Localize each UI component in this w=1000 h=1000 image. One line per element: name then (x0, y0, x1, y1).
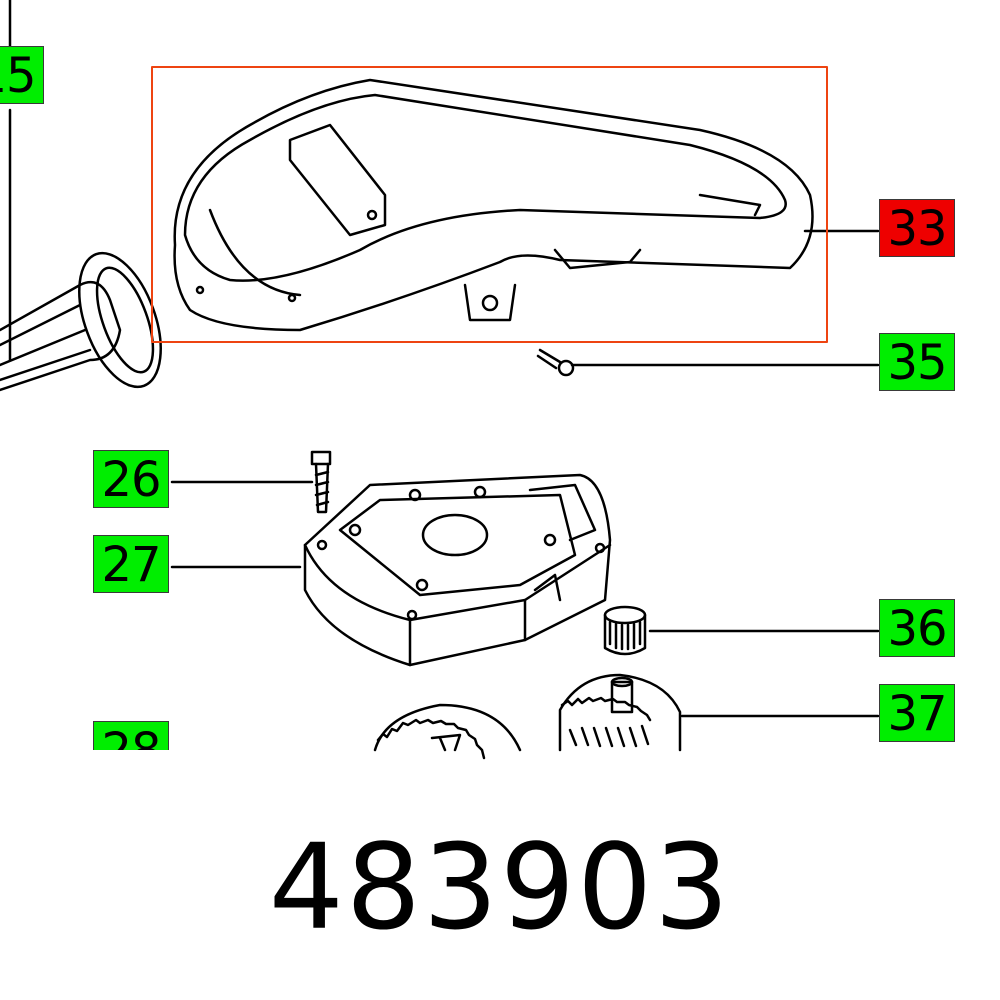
part-number: 483903 (268, 818, 732, 956)
gear-37-part (558, 673, 682, 752)
gear-28-part (373, 703, 522, 760)
callout-label-35[interactable]: 35 (879, 333, 955, 391)
screw-35-part (536, 348, 575, 377)
callout-label-27[interactable]: 27 (93, 535, 169, 593)
callout-label-33-selected[interactable]: 33 (879, 199, 955, 257)
highlight-box-33 (151, 66, 828, 343)
screw-26-part (310, 450, 332, 514)
callout-label-36[interactable]: 36 (879, 599, 955, 657)
callout-label-26[interactable]: 26 (93, 450, 169, 508)
callout-label-28[interactable]: 28 (93, 721, 169, 750)
pinion-36-part (603, 605, 647, 656)
gear-housing-part (303, 473, 612, 667)
side-handle-part (0, 251, 162, 392)
callout-label-15[interactable]: 15 (0, 46, 44, 104)
callout-label-37[interactable]: 37 (879, 684, 955, 742)
callout-label-28-clip: 28 (93, 721, 169, 750)
belt-guard-part (173, 78, 814, 332)
